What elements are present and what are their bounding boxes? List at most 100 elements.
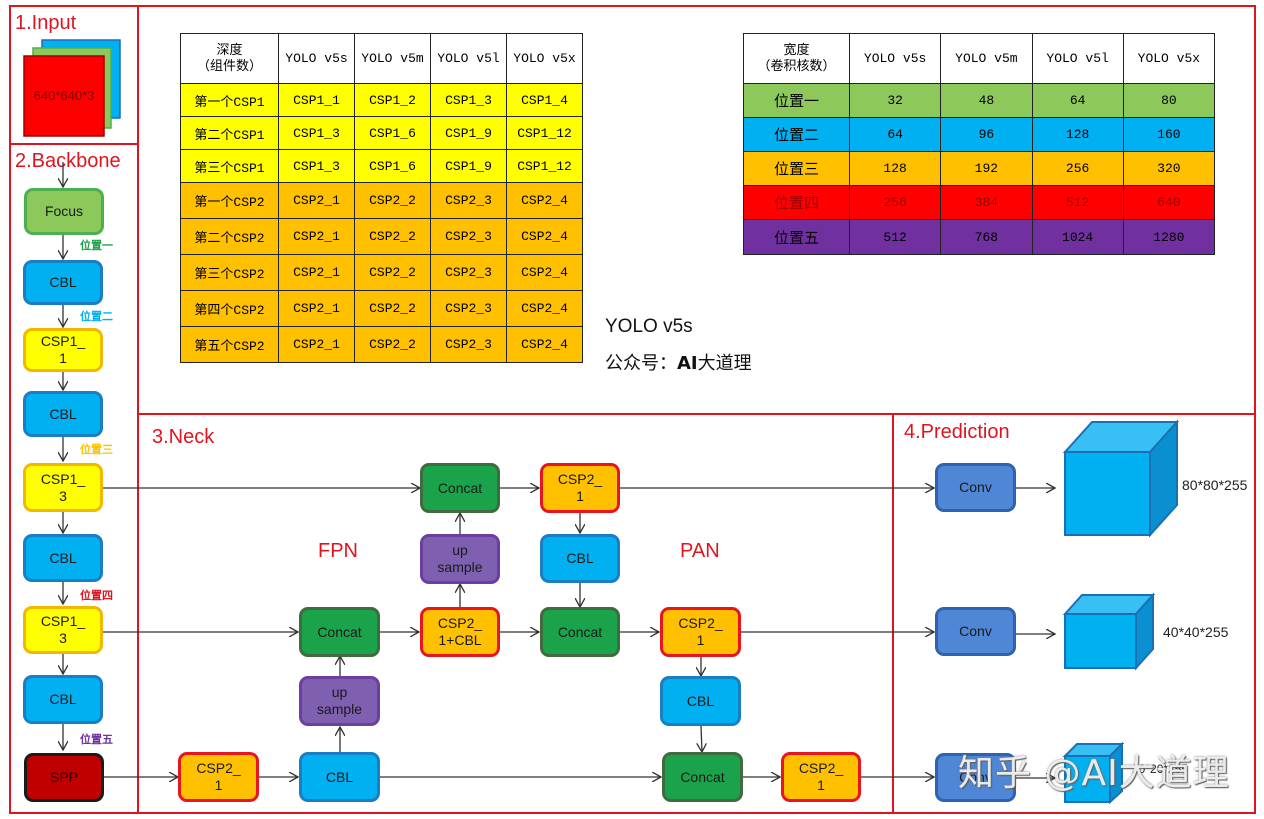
header-cell: YOLO v5m	[354, 33, 431, 84]
cell: CSP2_2	[354, 218, 431, 255]
cell: 256	[848, 185, 942, 220]
cell: 64	[1031, 83, 1124, 118]
neck-title: 3.Neck	[152, 426, 215, 448]
cbl-node-2[interactable]: CBL	[23, 391, 103, 437]
row-label: 第一个CSP1	[180, 83, 279, 117]
cell: CSP2_4	[506, 290, 583, 327]
cbl-low-node[interactable]: CBL	[299, 752, 380, 802]
row-label: 第四个CSP2	[180, 290, 279, 327]
concat-low-node[interactable]: Concat	[662, 752, 743, 802]
cell: 768	[940, 219, 1033, 255]
account-note: 公众号：AI大道理	[605, 349, 752, 375]
cell: 48	[940, 83, 1033, 118]
fpn-label: FPN	[318, 540, 358, 562]
cell: CSP1_12	[506, 149, 583, 183]
position-3-label: 位置三	[80, 443, 113, 456]
conv-head-3[interactable]: Conv	[935, 753, 1016, 802]
conv-head-1[interactable]: Conv	[935, 463, 1016, 512]
row-label: 位置五	[743, 219, 850, 255]
cell: CSP2_1	[278, 326, 355, 363]
input-size-label: 640*640*3	[33, 88, 95, 103]
cbl-node-1[interactable]: CBL	[23, 260, 103, 305]
cell: CSP2_1	[278, 218, 355, 255]
row-label: 第五个CSP2	[180, 326, 279, 363]
row-label: 位置一	[743, 83, 850, 118]
cell: CSP2_4	[506, 326, 583, 363]
concat-top-node[interactable]: Concat	[420, 463, 500, 513]
position-5-label: 位置五	[80, 733, 113, 746]
row-label: 第三个CSP2	[180, 254, 279, 291]
account-bold: AI	[677, 353, 698, 374]
cell: CSP1_3	[278, 116, 355, 150]
upsample-top-node[interactable]: up sample	[420, 534, 500, 584]
cell: CSP2_1	[278, 182, 355, 219]
cell: CSP1_4	[506, 83, 583, 117]
header-cell: YOLO v5x	[1122, 33, 1216, 84]
row-label: 位置四	[743, 185, 850, 220]
cbl-pan-node[interactable]: CBL	[660, 676, 741, 726]
model-name-note: YOLO v5s	[605, 316, 693, 337]
csp1-1-node[interactable]: CSP1_ 1	[23, 328, 103, 372]
cell: 512	[848, 219, 942, 255]
cbl-top-node[interactable]: CBL	[540, 534, 620, 583]
cell: 128	[848, 151, 942, 186]
cell: CSP2_2	[354, 182, 431, 219]
conv-head-2[interactable]: Conv	[935, 607, 1016, 656]
output-cube-small	[1062, 741, 1125, 805]
cbl-node-3[interactable]: CBL	[23, 534, 103, 582]
cell: CSP2_3	[430, 218, 507, 255]
cell: 256	[1031, 151, 1124, 186]
output-cube-large	[1062, 419, 1180, 538]
header-cell: YOLO v5l	[1031, 33, 1124, 84]
cell: CSP2_2	[354, 326, 431, 363]
csp2-cbl-mid-node[interactable]: CSP2_ 1+CBL	[420, 607, 500, 657]
csp2-top-node[interactable]: CSP2_ 1	[540, 463, 620, 513]
cell: CSP2_3	[430, 290, 507, 327]
position-4-label: 位置四	[80, 589, 113, 602]
account-suffix: 大道理	[697, 353, 752, 374]
csp1-3-node-a[interactable]: CSP1_ 3	[23, 463, 103, 512]
cell: CSP2_1	[278, 290, 355, 327]
width-table: 宽度 （卷积核数） YOLO v5s YOLO v5m YOLO v5l YOL…	[743, 33, 1216, 255]
csp2-mid-pan-node[interactable]: CSP2_ 1	[660, 607, 741, 657]
cell: CSP2_4	[506, 218, 583, 255]
row-label: 位置二	[743, 117, 850, 152]
width-table-header: 宽度 （卷积核数） YOLO v5s YOLO v5m YOLO v5l YOL…	[743, 33, 1216, 84]
cell: CSP1_6	[354, 116, 431, 150]
csp2-low-pan-node[interactable]: CSP2_ 1	[781, 752, 861, 802]
upsample-low-node[interactable]: up sample	[299, 676, 380, 726]
cell: CSP1_12	[506, 116, 583, 150]
cell: 160	[1122, 117, 1216, 152]
row-label: 第一个CSP2	[180, 182, 279, 219]
concat-mid-fpn-node[interactable]: Concat	[299, 607, 380, 657]
csp2-low-node[interactable]: CSP2_ 1	[178, 752, 259, 802]
cell: 64	[848, 117, 942, 152]
cell: 384	[940, 185, 1033, 220]
spp-node[interactable]: SPP	[24, 753, 104, 802]
csp1-3-node-b[interactable]: CSP1_ 3	[23, 606, 103, 654]
header-cell: 宽度 （卷积核数）	[743, 33, 850, 84]
cbl-node-4[interactable]: CBL	[23, 675, 103, 724]
output-size-1: 80*80*255	[1182, 477, 1248, 493]
cell: CSP2_1	[278, 254, 355, 291]
output-size-3: 20*20*255	[1132, 762, 1189, 776]
prediction-title: 4.Prediction	[904, 421, 1010, 443]
cell: 32	[848, 83, 942, 118]
header-cell: YOLO v5s	[278, 33, 355, 84]
cell: 1280	[1122, 219, 1216, 255]
concat-mid-pan-node[interactable]: Concat	[540, 607, 620, 657]
focus-node[interactable]: Focus	[24, 188, 104, 235]
row-label: 第二个CSP2	[180, 218, 279, 255]
cell: CSP1_3	[278, 149, 355, 183]
cell: 1024	[1031, 219, 1124, 255]
header-cell: YOLO v5l	[430, 33, 507, 84]
backbone-title: 2.Backbone	[15, 150, 121, 172]
